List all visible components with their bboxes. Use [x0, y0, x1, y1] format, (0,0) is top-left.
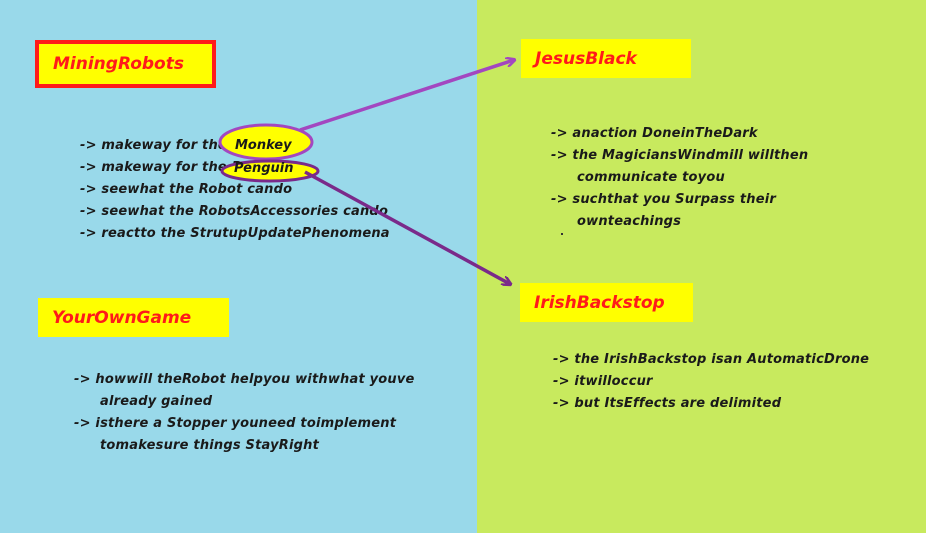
your-own-game-title: YourOwnGame: [38, 298, 229, 337]
your-own-game-line-3: -> isthere a Stopper youneed toimplement: [74, 416, 397, 431]
irish-backstop-title-text: IrishBackstop: [534, 292, 665, 313]
monkey-highlight-ellipse: [218, 123, 314, 161]
jesus-black-line-5: ownteachings: [577, 214, 682, 229]
mining-robots-line-4: -> seewhat the RobotsAccessories cando: [80, 204, 389, 219]
irish-backstop-line-2: -> itwilloccur: [553, 374, 653, 389]
arrow-monkey-to-jesus-black: [299, 60, 514, 132]
penguin-highlight-ellipse: [220, 159, 320, 183]
mining-robots-line-5: -> reactto the StrutupUpdatePhenomena: [80, 226, 390, 241]
jesus-black-title: JesusBlack: [521, 39, 691, 78]
mining-robots-title-text: MiningRobots: [53, 54, 184, 74]
jesus-black-line-2: -> the MagiciansWindmill willthen: [551, 148, 809, 163]
your-own-game-line-1: -> howwill theRobot helpyou withwhat you…: [74, 372, 415, 387]
jesus-black-title-text: JesusBlack: [535, 48, 637, 69]
jesus-black-line-1: -> anaction DoneinTheDark: [551, 126, 758, 141]
left-panel: [0, 0, 477, 533]
jesus-black-line-4: -> suchthat you Surpass their: [551, 192, 776, 207]
penguin-highlight-label: Penguin: [234, 161, 294, 176]
irish-backstop-title: IrishBackstop: [520, 283, 693, 322]
mining-robots-line-3: -> seewhat the Robot cando: [80, 182, 293, 197]
mining-robots-title: MiningRobots: [35, 40, 216, 88]
right-panel: [477, 0, 926, 533]
irish-backstop-line-3: -> but ItsEffects are delimited: [553, 396, 782, 411]
your-own-game-line-2: already gained: [100, 394, 213, 409]
jesus-black-line-3: communicate toyou: [577, 170, 725, 185]
irish-backstop-line-1: -> the IrishBackstop isan AutomaticDrone: [553, 352, 870, 367]
stray-dot: [561, 233, 563, 235]
your-own-game-line-4: tomakesure things StayRight: [100, 438, 320, 453]
monkey-highlight-label: Monkey: [235, 138, 292, 153]
your-own-game-title-text: YourOwnGame: [52, 307, 192, 328]
arrow-penguin-to-irish-backstop: [304, 170, 510, 284]
